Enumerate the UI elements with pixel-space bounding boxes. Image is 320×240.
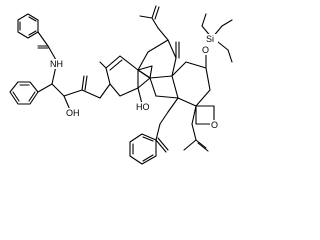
atom-ho-ring-label: HO (136, 102, 150, 112)
phenyl-ring (9, 81, 53, 105)
side-chain (51, 65, 101, 111)
benzoyl-amide-group (17, 13, 57, 61)
taxane-core (99, 5, 215, 153)
benzoate-phenyl-ring (129, 133, 157, 165)
atom-o-silyl-label: O (202, 45, 209, 55)
atom-oh-side-label: OH (66, 108, 80, 118)
atom-nh-label: NH (50, 59, 63, 69)
chemical-structure-diagram: NH OH HO Si O O (9, 5, 233, 165)
atom-labels: NH OH HO Si O O (50, 34, 218, 130)
atom-si-label: Si (206, 34, 214, 44)
atom-o-oxetane-label: O (211, 120, 218, 130)
